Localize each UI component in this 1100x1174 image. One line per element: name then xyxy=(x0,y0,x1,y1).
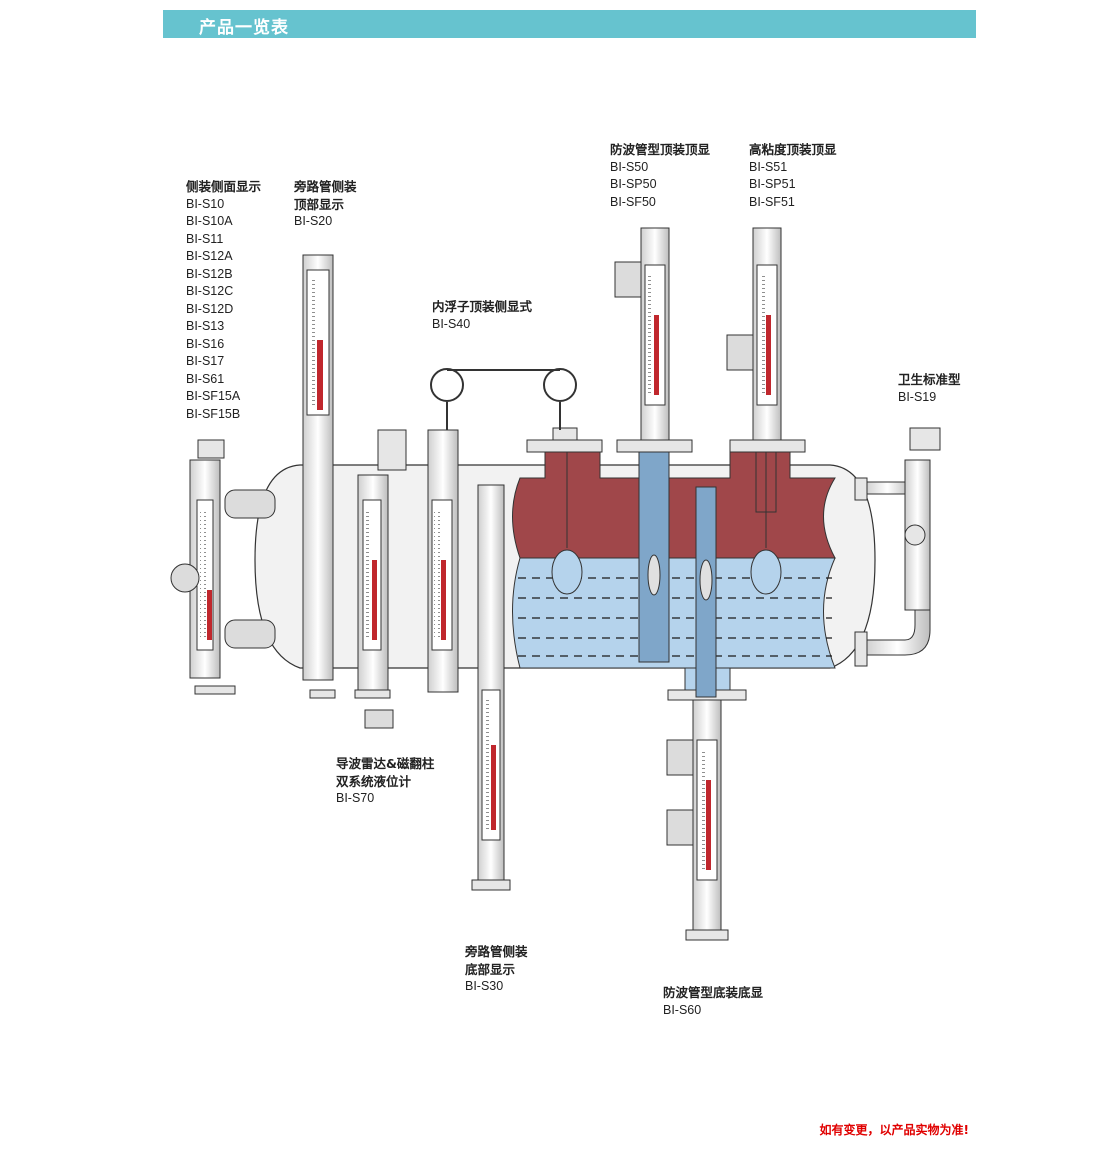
gauge-wave-top xyxy=(614,227,670,441)
gauge-wave-bottom xyxy=(666,699,729,941)
model-code: BI-SF15B xyxy=(186,406,241,421)
model-code: BI-SF15A xyxy=(186,389,241,403)
sanitary-pipe xyxy=(854,427,941,667)
internal-floats xyxy=(551,451,782,698)
page-title: 产品一览表 xyxy=(199,18,289,38)
label-bypass-top-title: 旁路管侧装 xyxy=(294,179,357,194)
model-code: BI-S60 xyxy=(663,1002,702,1017)
header-bar: 产品一览表 xyxy=(163,10,976,38)
label-side-front: 侧装侧面显示 BI-S10 BI-S10A BI-S11 BI-S12A BI-… xyxy=(186,178,261,423)
label-bypass-top-title2: 顶部显示 xyxy=(294,196,345,212)
label-viscous-top-title: 高粘度顶装顶显 xyxy=(749,142,837,157)
model-code: BI-S20 xyxy=(294,214,333,228)
model-code: BI-S17 xyxy=(186,354,225,368)
model-code: BI-S61 xyxy=(186,371,225,386)
model-code: BI-SP51 xyxy=(749,177,796,191)
model-code: BI-S16 xyxy=(186,336,225,351)
label-wave-bottom: 防波管型底装底显 BI-S60 xyxy=(663,984,763,1019)
label-bypass-bottom-title: 旁路管侧装 xyxy=(465,944,528,959)
model-code: BI-S12B xyxy=(186,266,233,281)
gauge-inner-float xyxy=(427,429,459,693)
model-code: BI-S19 xyxy=(898,389,937,404)
gauge-viscous-top xyxy=(726,227,782,441)
model-code: BI-S12A xyxy=(186,249,233,263)
label-viscous-top: 高粘度顶装顶显 BI-S51 BI-SP51 BI-SF51 xyxy=(749,141,837,211)
model-code: BI-S40 xyxy=(432,316,471,331)
model-code: BI-S12D xyxy=(186,301,234,316)
model-code: BI-S10A xyxy=(186,214,233,228)
model-code: BI-S70 xyxy=(336,791,375,805)
label-bypass-bottom: 旁路管侧装 底部显示 BI-S30 xyxy=(465,943,528,996)
gauge-bypass-bottom xyxy=(471,484,511,891)
label-sanitary: 卫生标准型 BI-S19 xyxy=(898,371,961,406)
gauge-side-front xyxy=(170,439,276,695)
label-radar-dual-title2: 双系统液位计 xyxy=(336,773,412,789)
inner-float-loop xyxy=(430,368,577,430)
label-bypass-bottom-title2: 底部显示 xyxy=(465,961,516,977)
label-wave-bottom-title: 防波管型底装底显 xyxy=(663,985,764,1000)
label-sanitary-title: 卫生标准型 xyxy=(898,372,961,387)
label-wave-top-title: 防波管型顶装顶显 xyxy=(610,142,711,157)
model-code: BI-SP50 xyxy=(610,177,657,191)
model-code: BI-S50 xyxy=(610,159,649,174)
label-wave-top: 防波管型顶装顶显 BI-S50 BI-SP50 BI-SF50 xyxy=(610,141,710,211)
label-side-front-title: 侧装侧面显示 xyxy=(186,179,262,194)
model-code: BI-SF50 xyxy=(610,194,656,209)
model-code: BI-S13 xyxy=(186,319,225,333)
label-radar-dual: 导波雷达&磁翻柱 双系统液位计 BI-S70 xyxy=(336,755,434,808)
model-code: BI-S51 xyxy=(749,159,788,174)
model-code: BI-SF51 xyxy=(749,194,795,209)
label-inner-float: 内浮子顶装侧显式 BI-S40 xyxy=(432,298,532,333)
footer-note: 如有变更，以产品实物为准! xyxy=(819,1123,969,1137)
model-code: BI-S12C xyxy=(186,284,234,298)
gauge-bypass-top xyxy=(302,254,336,699)
model-code: BI-S10 xyxy=(186,196,225,211)
label-bypass-top: 旁路管侧装 顶部显示 BI-S20 xyxy=(294,178,357,231)
label-radar-dual-title: 导波雷达&磁翻柱 xyxy=(336,756,435,771)
gauge-radar-dual xyxy=(354,429,407,729)
model-code: BI-S11 xyxy=(186,231,224,246)
label-inner-float-title: 内浮子顶装侧显式 xyxy=(432,299,533,314)
model-code: BI-S30 xyxy=(465,979,504,993)
